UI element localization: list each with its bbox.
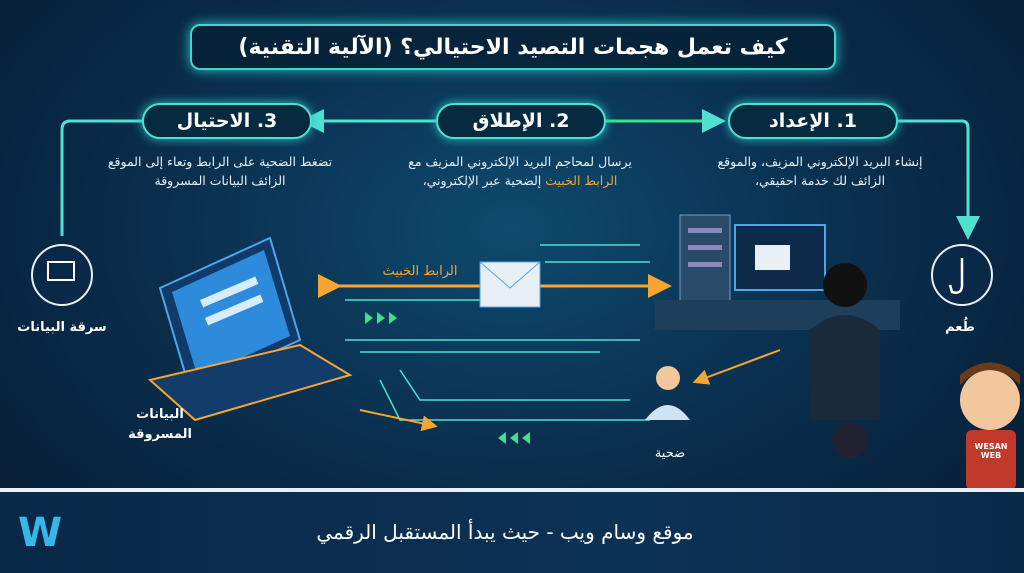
laptop-illustration xyxy=(147,236,353,422)
step-3-description: تضغط الضحية على الرابط وتعاء إلى الموقع … xyxy=(107,154,333,188)
stolen-data-label: البيانات المسروقة xyxy=(128,407,192,442)
malicious-link-highlight: الرابط الخبيث xyxy=(545,173,618,188)
footer-tagline: موقع وسام ويب - حيث يبدأ المستقبل الرقمي xyxy=(316,520,694,544)
malicious-link-label: الرابط الخبيث xyxy=(382,264,458,279)
desc-text: إلضحية عبر الإلكتروني، xyxy=(422,173,546,188)
step-3-fraud: 3. الاحتيال xyxy=(142,103,312,139)
step-1-description: إنشاء البريد الإلكتروني المزيف، والموقع … xyxy=(717,154,923,188)
footer-bar xyxy=(0,488,1024,573)
hacker-illustration xyxy=(810,263,880,458)
page-title: كيف تعمل هجمات التصيد الاحتيالي؟ (الآلية… xyxy=(190,24,836,70)
server-illustration xyxy=(655,214,900,330)
data-theft-label: سرقة البيانات xyxy=(17,320,107,335)
site-logo: W xyxy=(18,510,63,556)
step-2-description: يرسال لمحاجم البريد الإلكتروني المزيف مع… xyxy=(400,152,640,190)
data-theft-icon xyxy=(31,244,93,306)
step-1-setup: 1. الإعداد xyxy=(728,103,898,139)
mascot-shirt-text: WESAN WEB xyxy=(974,442,1008,460)
victim-label: ضحية xyxy=(654,446,686,461)
chevrons-right-icon xyxy=(365,312,397,324)
line-fraud-to-theft xyxy=(60,119,142,236)
step-2-launch: 2. الإطلاق xyxy=(436,103,606,139)
envelope-icon xyxy=(479,261,541,308)
bait-hook-icon xyxy=(931,244,993,306)
victim-icon xyxy=(645,366,690,420)
chevrons-left-icon xyxy=(498,432,530,444)
line-setup-to-bait xyxy=(898,119,980,240)
desc-text: يرسال لمحاجم البريد الإلكتروني المزيف مع xyxy=(408,154,632,169)
bait-label: طُعم xyxy=(945,320,975,335)
